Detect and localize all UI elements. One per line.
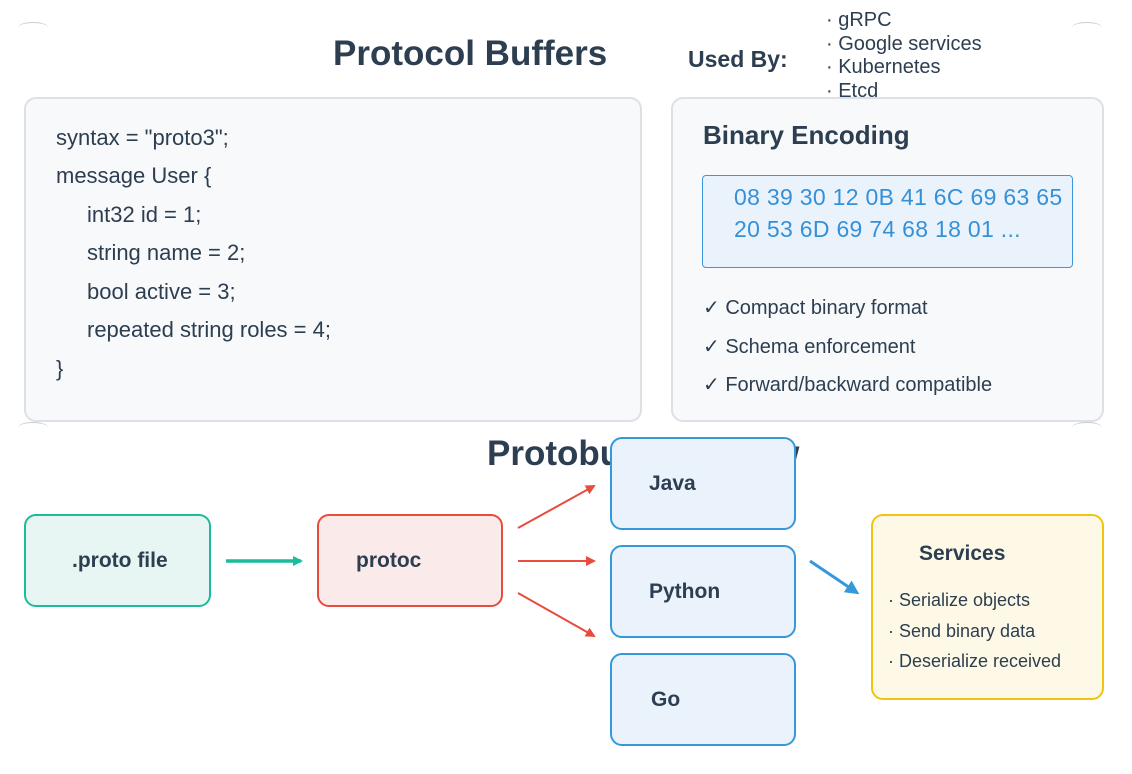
services-item: · Send binary data — [888, 621, 1036, 641]
java-label: Java — [649, 472, 696, 495]
schema-line: syntax = "proto3"; — [56, 125, 229, 150]
schema-panel — [24, 97, 642, 422]
corner-decoration — [18, 22, 48, 33]
feature-item: ✓ Compact binary format — [703, 297, 928, 319]
proto-file-label: .proto file — [72, 549, 168, 572]
schema-line: bool active = 3; — [87, 279, 236, 304]
hex-box — [702, 175, 1073, 268]
protoc-node — [317, 514, 503, 607]
services-item: · Serialize objects — [888, 590, 1031, 610]
used-by-label: Used By: — [688, 46, 788, 72]
java-node — [610, 437, 796, 530]
services-item: · Deserialize received — [888, 651, 1062, 671]
corner-decoration — [18, 422, 48, 433]
proto-file-node — [24, 514, 211, 607]
protoc-label: protoc — [356, 549, 422, 572]
schema-line: message User { — [56, 163, 212, 188]
python-label: Python — [649, 580, 721, 603]
go-label: Go — [651, 688, 681, 711]
used-by-item: · Etcd — [826, 79, 879, 102]
arrow-to-services — [809, 559, 860, 595]
hex-line: 08 39 30 12 0B 41 6C 69 63 65 — [734, 184, 1063, 210]
encoding-title: Binary Encoding — [703, 120, 910, 150]
go-node — [610, 653, 796, 746]
corner-decoration — [1072, 422, 1102, 433]
arrow-protoc-to-java — [517, 485, 596, 529]
hex-line: 20 53 6D 69 74 68 18 01 ... — [734, 216, 1021, 242]
corner-decoration — [1072, 22, 1102, 33]
feature-item: ✓ Forward/backward compatible — [703, 374, 993, 396]
schema-line: } — [56, 356, 64, 381]
used-by-item: · Google services — [826, 32, 982, 55]
schema-line: repeated string roles = 4; — [87, 317, 331, 342]
used-by-item: · gRPC — [826, 9, 892, 31]
feature-item: ✓ Schema enforcement — [703, 336, 916, 358]
services-title: Services — [919, 542, 1006, 565]
arrow-protoc-to-go — [517, 592, 596, 637]
python-node — [610, 545, 796, 638]
page-title: Protocol Buffers — [333, 34, 608, 73]
services-node — [871, 514, 1104, 700]
schema-line: int32 id = 1; — [87, 202, 202, 227]
schema-line: string name = 2; — [87, 240, 246, 265]
used-by-list: · gRPC · Google services · Kubernetes · … — [826, 9, 982, 103]
used-by-item: · Kubernetes — [826, 56, 941, 78]
